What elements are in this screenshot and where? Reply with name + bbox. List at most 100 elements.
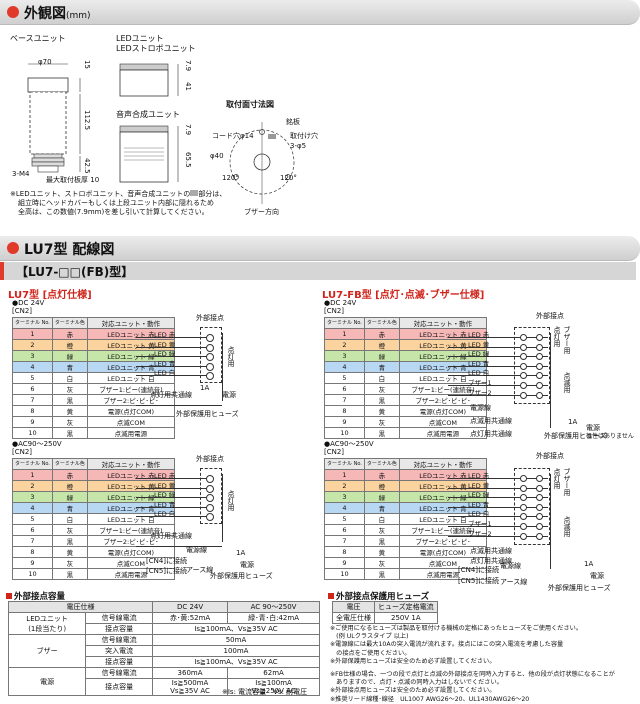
capacity-heading: 外部接点容量	[6, 590, 65, 602]
terminal-no: 10	[324, 568, 365, 580]
wire-label: LED 青	[468, 500, 490, 509]
contact-switch-icon	[536, 372, 543, 380]
wire-line	[136, 365, 210, 367]
terminal-no: 4	[12, 502, 53, 514]
dim-425: 42.5	[83, 158, 91, 174]
right-ac-on-use-label: 点灯用	[553, 468, 561, 489]
terminal-no: 1	[12, 328, 53, 340]
terminal-color: 橙	[51, 480, 88, 492]
terminal-color: 橙	[51, 339, 88, 351]
mount-angle-a: 120°	[222, 174, 239, 182]
dim-1125: 112.5	[83, 110, 91, 131]
contact-switch-icon	[536, 391, 543, 399]
section-bullet-icon	[7, 242, 19, 254]
terminal-no: 9	[12, 416, 53, 428]
terminal-color: 白	[51, 513, 88, 525]
contact-switch-icon	[520, 475, 527, 482]
cap-cell-power: 電源	[7, 667, 87, 696]
right-dc-label: ●DC 24V	[324, 299, 357, 307]
terminal-color: 灰	[363, 524, 400, 536]
wire-label: LED 黄	[468, 481, 490, 490]
left-ac-cn2: [CN2]	[12, 448, 33, 456]
terminal-no: 5	[12, 513, 53, 525]
terminal-function: 点滅COM	[86, 416, 175, 428]
common-line	[136, 546, 222, 548]
left-ac-earth-line: アース線	[186, 566, 214, 574]
terminal-no: 6	[12, 524, 53, 536]
contact-switch-icon	[536, 494, 543, 502]
mount-nameplate: 銘板	[286, 118, 300, 126]
right-dc-fuse-label: 外部保護用ヒューズ	[544, 432, 607, 440]
terminal-color: 灰	[363, 557, 400, 569]
terminal-no: 6	[324, 383, 365, 395]
right-ac-earth-line: アース線	[500, 578, 528, 586]
wire-label: LED 青	[468, 359, 490, 368]
wire-label: LED 赤	[468, 472, 490, 480]
terminal-color: 灰	[51, 416, 88, 428]
dim-3m4: 3-M4	[12, 170, 30, 178]
contact-box	[514, 327, 550, 405]
wire-label: LED 緑	[468, 491, 490, 500]
wire-line	[448, 516, 548, 518]
heading-square-icon	[6, 593, 12, 599]
left-dc-common-label: 点灯用共通線	[150, 391, 192, 399]
terminal-no: 7	[12, 394, 53, 406]
dim-led-79: 7.9	[184, 60, 192, 72]
header-terminal-color: ターミナル色	[363, 317, 400, 329]
terminal-color: 灰	[51, 557, 88, 569]
wire-label: LED 白	[468, 369, 490, 378]
right-dc-fuse-val: 1A	[568, 418, 578, 426]
mount-hole-spec: 3-φ5	[290, 142, 307, 150]
fuse-header-voltage: 電圧	[332, 601, 375, 613]
left-ac-cn4: [CN4]に接続	[146, 557, 188, 565]
terminal-function: 電源(点灯COM)	[86, 546, 175, 558]
header-unit-action: 対応ユニット・動作	[86, 317, 175, 329]
terminal-no: 2	[324, 480, 365, 492]
right-ac-buzzer-label: ブザー用	[563, 468, 571, 496]
contact-switch-icon	[536, 475, 543, 482]
terminal-color: 黒	[51, 568, 88, 580]
wire-label: LED 黄	[154, 340, 176, 349]
contact-switch-icon	[520, 503, 527, 511]
wire-label: LED 白	[154, 510, 176, 519]
terminal-no: 7	[324, 394, 365, 406]
terminal-no: 4	[12, 361, 53, 373]
terminal-color: 赤	[363, 328, 400, 340]
terminal-no: 4	[324, 502, 365, 514]
contact-switch-icon	[206, 334, 214, 342]
wire-label: ブザー1	[468, 379, 492, 387]
terminal-function: 点滅用電源	[86, 568, 175, 580]
wire-label: LED 白	[468, 510, 490, 519]
right-dc-common: 点灯用共通線	[470, 430, 512, 438]
contact-switch-icon	[206, 513, 214, 522]
right-dc-power-line: 電源線	[470, 404, 491, 412]
wire-line	[448, 346, 548, 348]
cap-cell-ac: 緑･青･白:42mA	[227, 612, 320, 624]
contact-switch-icon	[520, 372, 527, 380]
terminal-no: 6	[324, 524, 365, 536]
terminal-color: 黒	[51, 427, 88, 439]
wiring-title: LU7型 配線図	[24, 242, 115, 258]
fuse-cell-voltage: 全電圧仕様	[332, 612, 375, 624]
led-unit-drawing	[119, 63, 179, 97]
right-dc-on-use-label: 点灯用	[553, 326, 561, 347]
left-dc-fuse-label: 外部保護用ヒューズ	[176, 410, 239, 418]
terminal-no: 3	[12, 350, 53, 362]
header-terminal-color: ターミナル色	[51, 458, 88, 470]
terminal-no: 2	[12, 339, 53, 351]
right-diagram-title: LU7-FB型 [点灯･点滅･ブザー仕様]	[322, 290, 485, 301]
terminal-no: 1	[324, 328, 365, 340]
terminal-color: 黒	[363, 427, 400, 439]
wire-label: LED 緑	[468, 350, 490, 359]
cap-header-spec: 電圧仕様	[8, 601, 153, 613]
fuse-notes: ※ご使用になるヒューズは製品を取付ける機械の定格にあったヒューズをご使用ください…	[330, 625, 638, 704]
terminal-no: 8	[12, 405, 53, 417]
